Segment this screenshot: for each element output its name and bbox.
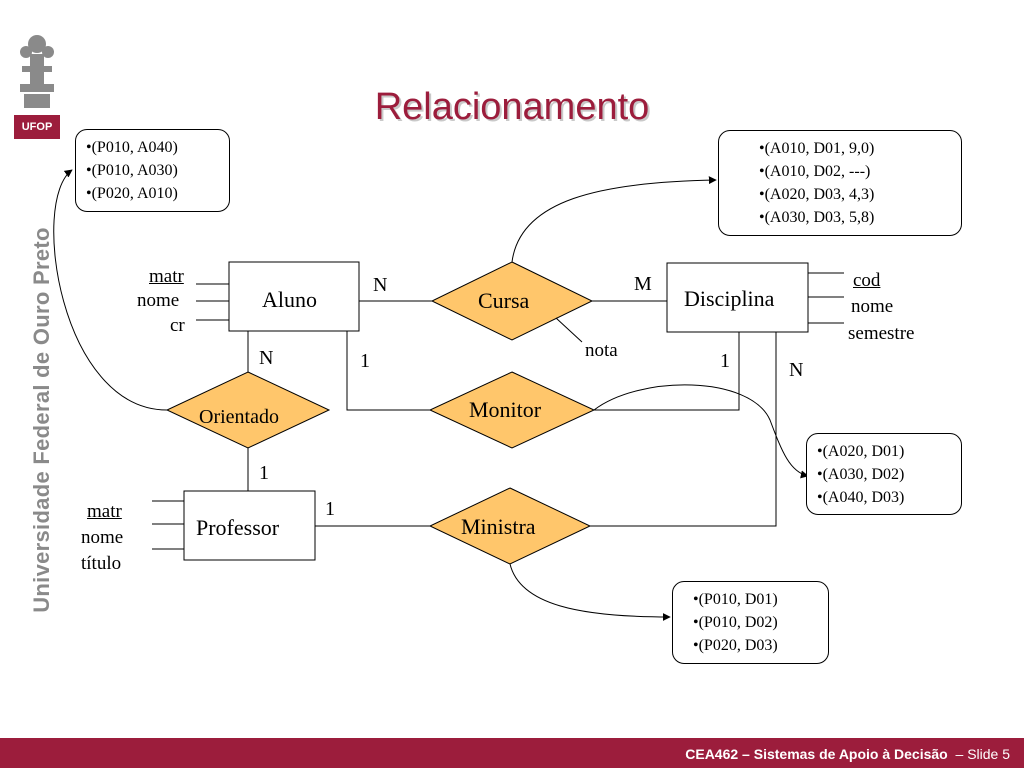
monitor-tuple-box: •(A020, D01) •(A030, D02) •(A040, D03)	[806, 433, 962, 515]
tuple-item: •(A020, D03, 4,3)	[759, 186, 875, 203]
footer-bar	[0, 738, 1024, 768]
aluno-label: Aluno	[262, 287, 317, 312]
er-diagram-lines	[53, 169, 844, 621]
tuple-item: •(A040, D03)	[817, 489, 905, 506]
ministra-label: Ministra	[461, 514, 536, 539]
orientado-card-bottom: 1	[259, 462, 269, 484]
cursa-card-left: N	[373, 274, 388, 296]
ministra-card-left: 1	[325, 498, 335, 520]
professor-attr-titulo: título	[81, 553, 122, 574]
ufop-logo-icon	[14, 30, 60, 114]
ministra-card-disciplina: N	[789, 359, 804, 381]
ufop-logo-text: UFOP	[14, 115, 60, 139]
monitor-label: Monitor	[469, 397, 542, 422]
orientado-tuple-box: •(P010, A040) •(P010, A030) •(P020, A010…	[75, 129, 230, 212]
ministra-tuple-box: •(P010, D01) •(P010, D02) •(P020, D03)	[672, 581, 829, 664]
tuple-item: •(P010, D01)	[693, 591, 778, 608]
professor-attr-nome: nome	[81, 527, 124, 548]
footer-slide-number: – Slide 5	[955, 746, 1010, 762]
disciplina-label: Disciplina	[684, 286, 775, 311]
tuple-item: •(P010, A040)	[86, 139, 178, 156]
tuple-item: •(P010, D02)	[693, 614, 778, 631]
aluno-attr-cr: cr	[170, 315, 185, 336]
tuple-item: •(A030, D02)	[817, 466, 905, 483]
footer-course: CEA462 – Sistemas de Apoio à Decisão	[685, 746, 948, 762]
monitor-card-left: 1	[360, 350, 370, 372]
tuple-item: •(P010, A030)	[86, 162, 178, 179]
monitor-diamond	[428, 371, 596, 449]
monitor-card-right: 1	[720, 350, 730, 372]
professor-attr-matr: matr	[87, 501, 122, 522]
aluno-attr-nome: nome	[137, 290, 180, 311]
cursa-card-right: M	[634, 273, 652, 295]
orientado-label: Orientado	[199, 406, 279, 428]
professor-label: Professor	[196, 515, 280, 540]
cursa-label: Cursa	[478, 288, 530, 313]
orientado-card-top: N	[259, 347, 274, 369]
cursa-attr-nota: nota	[585, 340, 618, 361]
tuple-item: •(A010, D01, 9,0)	[759, 140, 875, 157]
tuple-item: •(P020, D03)	[693, 637, 778, 654]
footer-text: CEA462 – Sistemas de Apoio à Decisão – S…	[685, 746, 1010, 762]
cursa-diamond	[430, 261, 594, 341]
tuple-item: •(A010, D02, ---)	[759, 163, 871, 180]
disciplina-attr-semestre: semestre	[848, 323, 915, 344]
disciplina-attr-nome: nome	[851, 296, 894, 317]
tuple-item: •(A020, D01)	[817, 443, 905, 460]
aluno-attr-matr: matr	[149, 266, 184, 287]
disciplina-attr-cod: cod	[853, 270, 881, 291]
cursa-tuple-box: •(A010, D01, 9,0) •(A010, D02, ---) •(A0…	[718, 130, 962, 236]
aluno-entity-box	[228, 261, 360, 332]
tuple-item: •(P020, A010)	[86, 185, 178, 202]
slide-title: Relacionamento	[374, 86, 650, 128]
tuple-item: •(A030, D03, 5,8)	[759, 209, 875, 226]
